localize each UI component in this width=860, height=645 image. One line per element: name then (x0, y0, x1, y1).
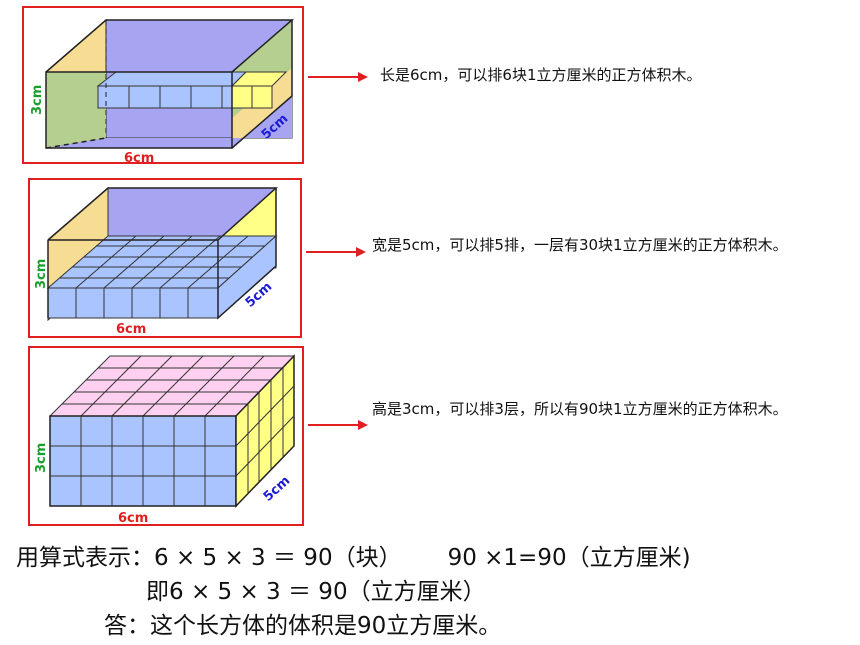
panel-length: 3cm 6cm 5cm (22, 6, 304, 166)
cube-row-top (96, 71, 248, 87)
description-width: 宽是5cm，可以排5排，一层有30块1立方厘米的正方体积木。 (372, 236, 788, 254)
arrow-1-icon (308, 72, 368, 82)
cube-layer-grid (60, 235, 266, 289)
cube-layer-front (47, 287, 219, 319)
calc-volume: 90 ×1=90（立方厘米) (447, 545, 691, 571)
top-grid (62, 355, 283, 417)
right-grid (235, 368, 295, 494)
description-length: 长是6cm，可以排6块1立方厘米的正方体积木。 (380, 66, 702, 84)
box-diagram-length: 3cm 6cm 5cm (30, 18, 295, 166)
calc-line-2: 即6 × 5 × 3 ＝ 90（立方厘米） (146, 579, 486, 605)
front-grid (50, 416, 236, 506)
width-label: 5cm (261, 473, 294, 504)
box-diagram-width: 3cm 6cm 5cm (34, 186, 278, 337)
cube-row-yellow (230, 71, 288, 109)
calc-line-1: 用算式表示：6 × 5 × 3 ＝ 90（块） 90 ×1=90（立方厘米) (16, 538, 691, 572)
panel-width: 3cm 6cm 5cm (28, 178, 302, 338)
right-face (235, 354, 295, 508)
length-label: 6cm (116, 322, 146, 337)
box-front-edge (45, 71, 233, 149)
height-label: 3cm (34, 259, 49, 289)
arrow-2-icon (306, 247, 366, 257)
height-label: 3cm (30, 85, 45, 115)
description-height: 高是3cm，可以排3层，所以有90块1立方厘米的正方体积木。 (372, 400, 788, 418)
arrow-3-icon (308, 420, 368, 430)
length-label: 6cm (124, 151, 154, 166)
cube-row-front (97, 85, 233, 109)
height-label: 3cm (34, 443, 49, 473)
answer-line: 答：这个长方体的体积是90立方厘米。 (104, 613, 502, 639)
length-label: 6cm (118, 511, 148, 526)
panel-height: 3cm 6cm 5cm (28, 346, 304, 526)
box-diagram-height: 3cm 6cm 5cm (34, 354, 296, 526)
left-shade (46, 72, 106, 148)
calc-blocks: 用算式表示：6 × 5 × 3 ＝ 90（块） (16, 545, 402, 571)
